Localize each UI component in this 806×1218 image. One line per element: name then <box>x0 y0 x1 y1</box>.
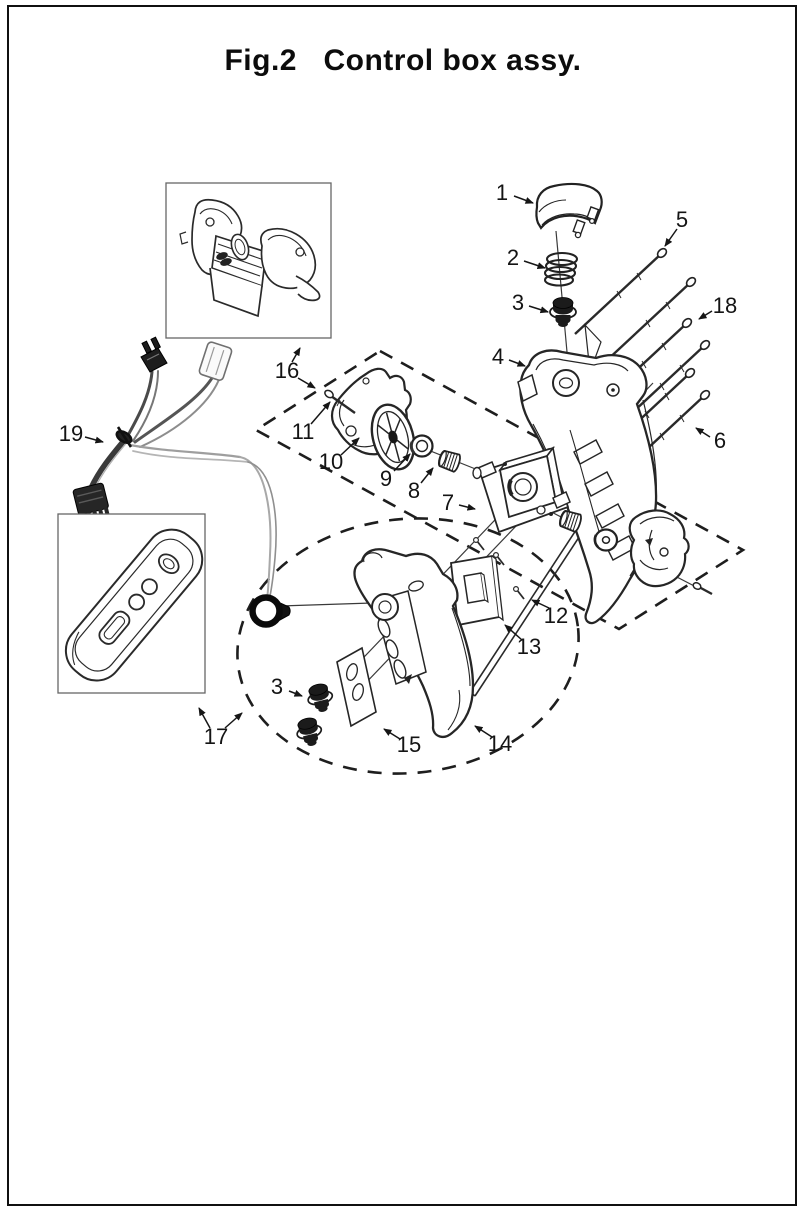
washer <box>593 528 619 552</box>
callout-8: 8 <box>407 478 421 503</box>
detail-box-16 <box>165 182 332 339</box>
part-9-bearing <box>409 434 434 458</box>
callout-3: 3 <box>511 290 525 315</box>
part-15-sticker <box>336 646 377 728</box>
part-10-trigger-wheel <box>330 367 416 471</box>
callout-1: 1 <box>495 180 509 205</box>
screw-11 <box>324 389 356 414</box>
connector-black-2pin <box>140 336 168 373</box>
callout-7: 7 <box>441 490 455 515</box>
part-12-board <box>469 468 622 697</box>
cable-tie <box>115 426 133 448</box>
callout-5: 5 <box>675 207 689 232</box>
panel-assembly-17 <box>64 528 204 682</box>
callout-19: 19 <box>58 421 84 446</box>
harness-19 <box>72 336 277 602</box>
part-13-plate <box>450 554 504 627</box>
callout-10: 10 <box>318 449 344 474</box>
screw-small-right <box>692 582 713 596</box>
callout-15: 15 <box>396 732 422 757</box>
part-2-spring <box>543 251 579 287</box>
leader-lines <box>84 195 713 740</box>
part-4-housing-right <box>517 323 658 625</box>
connector-white <box>198 341 233 381</box>
part-3-button-top <box>549 296 577 328</box>
detail-box-17 <box>57 513 206 694</box>
callout-2: 2 <box>506 245 520 270</box>
trigger-knob-right <box>628 509 690 588</box>
part-14-housing-left <box>353 548 475 739</box>
small-screws-13 <box>473 536 525 600</box>
callout-16: 16 <box>274 358 300 383</box>
callout-12: 12 <box>543 603 569 628</box>
callout-3b: 3 <box>270 674 284 699</box>
callout-11: 11 <box>291 419 315 444</box>
dashed-ellipse <box>236 517 580 775</box>
callout-4: 4 <box>491 344 505 369</box>
callout-6: 6 <box>713 428 727 453</box>
screw-5 <box>573 245 670 336</box>
callout-13: 13 <box>516 634 542 659</box>
callout-18: 18 <box>712 293 738 318</box>
part-3-button-a <box>304 680 337 716</box>
part-1-cap <box>535 182 603 239</box>
trigger-assembly-16 <box>179 198 321 318</box>
part-3-button-b <box>293 714 326 750</box>
figure-frame <box>7 5 797 1206</box>
callout-9: 9 <box>379 466 393 491</box>
part-7-switch <box>472 446 571 534</box>
figure-title: Fig.2 Control box assy. <box>224 44 582 77</box>
callout-14: 14 <box>487 731 513 756</box>
knob <box>249 594 291 628</box>
callout-17: 17 <box>203 724 229 749</box>
part-8-nut <box>435 448 463 474</box>
